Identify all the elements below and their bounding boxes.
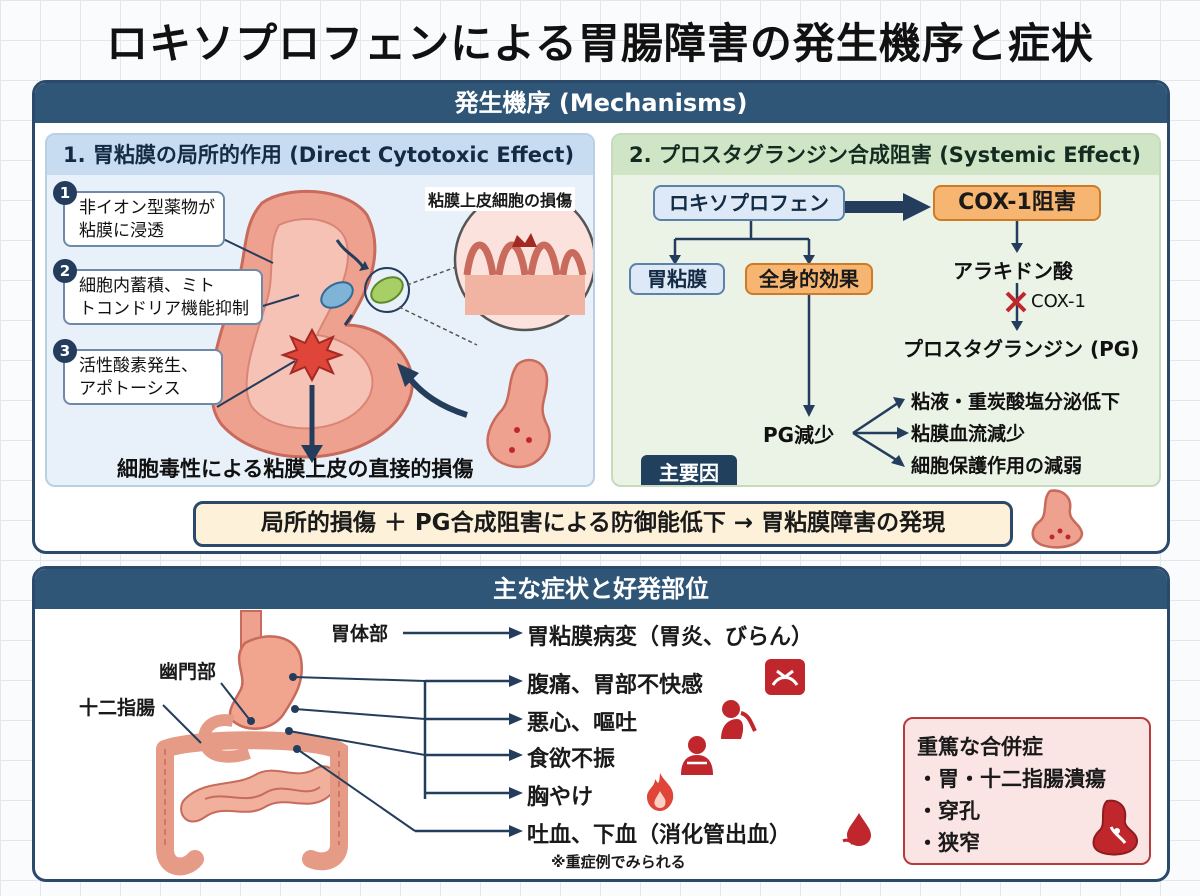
step-3-line2: アポトーシス [79, 379, 181, 399]
step-3-box: 活性酸素発生、 アポトーシス [63, 349, 223, 405]
blood-drop-icon [842, 813, 871, 846]
small-stomach-icon [1031, 489, 1084, 549]
pg-decrease: PG減少 [763, 423, 835, 447]
systemic-effect-panel: 2. プロスタグランジン合成阻害 (Systemic Effect) [611, 133, 1161, 487]
symptom-abdominal-pain: 腹痛、胃部不快感 [527, 673, 704, 698]
step-1-box: 非イオン型薬物が 粘膜に浸透 [63, 191, 225, 247]
branch-gastric-mucosa: 胃粘膜 [629, 263, 725, 295]
effect-blood-flow-decrease: 粘膜血流減少 [911, 423, 1026, 445]
prostaglandin: プロスタグランジン (PG) [903, 337, 1140, 361]
fire-icon [647, 773, 674, 811]
mechanisms-header: 発生機序 (Mechanisms) [35, 83, 1167, 123]
effect-cytoprotection-decrease: 細胞保護作用の減弱 [911, 455, 1083, 477]
mechanism-summary: 局所的損傷 ＋ PG合成阻害による防御能低下 → 胃粘膜障害の発現 [193, 501, 1013, 547]
local-conclusion: 細胞毒性による粘膜上皮の直接的損傷 [117, 457, 474, 481]
symptom-mucosal-lesion: 胃粘膜病変（胃炎、びらん） [527, 625, 814, 650]
arachidonic-acid: アラキドン酸 [953, 259, 1073, 283]
cox-inhibition-box: COX-1阻害 [933, 185, 1101, 221]
page-title: ロキソプロフェンによる胃腸障害の発生機序と症状 [106, 19, 1094, 68]
label-stomach-body: 胃体部 [331, 623, 389, 645]
ulcer-stomach-icon [1092, 799, 1139, 856]
symptom-appetite-loss: 食欲不振 [527, 747, 616, 772]
zoom-label: 粘膜上皮細胞の損傷 [425, 187, 576, 211]
step-1-line2: 粘膜に浸透 [79, 221, 164, 241]
abdominal-pain-icon [765, 659, 805, 695]
main-cause-badge: 主要因 [641, 455, 737, 485]
complications-box: 重篤な合併症 ・胃・十二指腸潰瘍 ・穿孔 ・狭窄 [903, 717, 1151, 865]
symptom-nausea-vomiting: 悪心、嘔吐 [527, 711, 638, 736]
symptom-gi-bleeding: 吐血、下血（消化管出血） [527, 823, 792, 848]
digestive-tract-illustration [156, 610, 523, 876]
symptoms-header: 主な症状と好発部位 [35, 569, 1167, 609]
mechanisms-section: 発生機序 (Mechanisms) 1. 胃粘膜の局所的作用 (Direct C… [32, 80, 1170, 554]
step-1-line1: 非イオン型薬物が [79, 198, 215, 218]
severity-note: ※重症例でみられる [551, 853, 686, 871]
symptoms-section: 主な症状と好発部位 [32, 566, 1170, 882]
systemic-effect-heading: 2. プロスタグランジン合成阻害 (Systemic Effect) [613, 135, 1159, 175]
step-1-badge: 1 [53, 181, 77, 205]
drug-box: ロキソプロフェン [653, 185, 845, 221]
stomach-cross-section [209, 188, 593, 469]
symptom-heartburn: 胸やけ [527, 785, 594, 810]
effect-mucus-decrease: 粘液・重炭酸塩分泌低下 [911, 391, 1121, 413]
step-3-line1: 活性酸素発生、 [79, 356, 198, 376]
complication-ulcer: ・胃・十二指腸潰瘍 [917, 767, 1106, 791]
branch-systemic-effect: 全身的効果 [745, 263, 873, 295]
label-duodenum: 十二指腸 [79, 697, 156, 719]
step-3-badge: 3 [53, 339, 77, 363]
step-2-line1: 細胞内蓄積、ミト [79, 276, 215, 296]
cox-1-label: COX-1 [1031, 291, 1086, 312]
local-effect-heading: 1. 胃粘膜の局所的作用 (Direct Cytotoxic Effect) [47, 135, 593, 175]
step-2-box: 細胞内蓄積、ミト トコンドリア機能抑制 [63, 269, 263, 325]
vomiting-icon [721, 700, 757, 739]
appetite-loss-icon [681, 736, 713, 775]
complication-stenosis: ・狭窄 [917, 831, 980, 855]
complications-heading: 重篤な合併症 [917, 735, 1043, 759]
step-2-line2: トコンドリア機能抑制 [79, 299, 249, 319]
systemic-flow-arrows [669, 193, 1027, 467]
label-pylorus: 幽門部 [159, 661, 217, 683]
step-2-badge: 2 [53, 259, 77, 283]
complication-perforation: ・穿孔 [917, 799, 980, 823]
local-effect-panel: 1. 胃粘膜の局所的作用 (Direct Cytotoxic Effect) [45, 133, 595, 487]
